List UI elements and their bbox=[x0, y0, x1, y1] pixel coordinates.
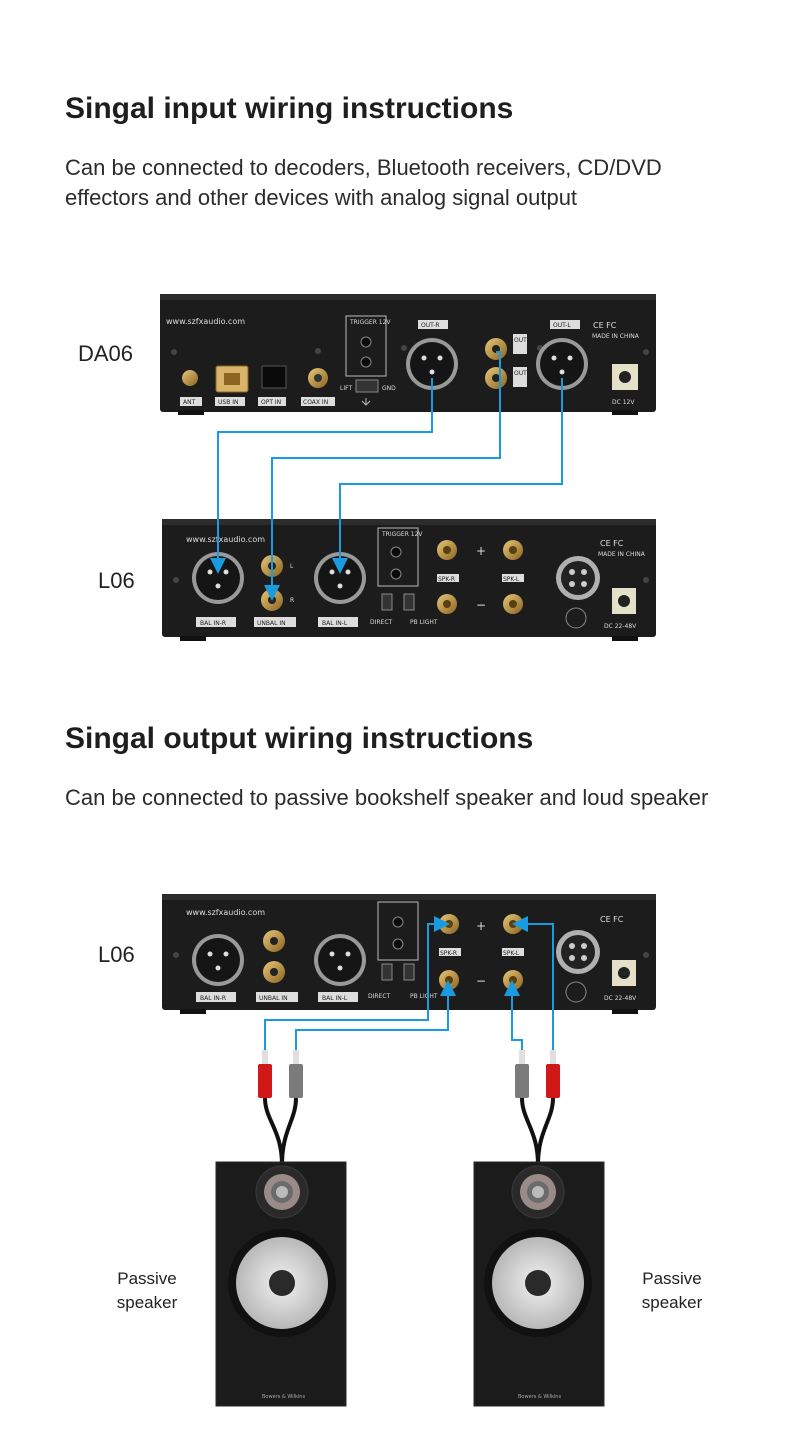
svg-text:CE FC: CE FC bbox=[600, 539, 624, 548]
svg-text:DIRECT: DIRECT bbox=[370, 619, 393, 626]
svg-text:SPK-R: SPK-R bbox=[440, 950, 457, 957]
svg-text:CE FC: CE FC bbox=[593, 321, 617, 330]
right-passive-speaker: Bowers & Wilkins bbox=[473, 1161, 605, 1407]
svg-text:USB IN: USB IN bbox=[218, 399, 238, 406]
svg-text:MADE IN CHINA: MADE IN CHINA bbox=[592, 333, 640, 340]
l06-input-url: www.szfxaudio.com bbox=[186, 535, 265, 544]
input-section-title: Singal input wiring instructions bbox=[65, 92, 514, 125]
left-red-plug bbox=[258, 1064, 272, 1098]
right-speaker-cable bbox=[515, 1050, 560, 1166]
output-section-title: Singal output wiring instructions bbox=[65, 722, 534, 755]
l06-output-label: L06 bbox=[98, 942, 135, 967]
svg-text:DIRECT: DIRECT bbox=[368, 993, 391, 1000]
l06-output-url: www.szfxaudio.com bbox=[186, 908, 265, 917]
svg-text:DC 12V: DC 12V bbox=[612, 399, 635, 406]
left-speaker-label: Passive speaker bbox=[116, 1269, 178, 1312]
l06-input-back-panel: www.szfxaudio.com BAL IN-R L R UNBAL IN B… bbox=[162, 519, 656, 641]
input-section-description: Can be connected to decoders, Bluetooth … bbox=[65, 155, 662, 210]
svg-text:ANT: ANT bbox=[183, 399, 196, 406]
svg-text:CE FC: CE FC bbox=[600, 915, 624, 924]
svg-text:MADE IN CHINA: MADE IN CHINA bbox=[598, 551, 646, 558]
wire-out-l-to-bal-in-l bbox=[332, 378, 563, 574]
wire-rca-to-unbal-in bbox=[264, 351, 501, 601]
svg-text:PB LIGHT: PB LIGHT bbox=[410, 619, 438, 626]
da06-url: www.szfxaudio.com bbox=[166, 317, 245, 326]
svg-text:DC 22-48V: DC 22-48V bbox=[604, 623, 637, 630]
left-speaker-cable bbox=[258, 1050, 303, 1166]
svg-text:TRIGGER 12V: TRIGGER 12V bbox=[349, 319, 391, 326]
wire-out-r-to-bal-in-r bbox=[210, 378, 433, 574]
right-red-plug bbox=[546, 1064, 560, 1098]
svg-text:BAL IN-L: BAL IN-L bbox=[322, 995, 348, 1002]
svg-text:OUT-R: OUT-R bbox=[421, 322, 440, 329]
da06-label: DA06 bbox=[78, 341, 134, 366]
svg-text:Bowers & Wilkins: Bowers & Wilkins bbox=[518, 1394, 561, 1400]
svg-text:+: + bbox=[476, 544, 486, 558]
svg-text:OUT R: OUT R bbox=[514, 370, 533, 377]
left-grey-plug bbox=[289, 1064, 303, 1098]
right-grey-plug bbox=[515, 1064, 529, 1098]
l06-input-label: L06 bbox=[98, 568, 135, 593]
input-wires bbox=[210, 351, 563, 601]
svg-text:LIFT: LIFT bbox=[340, 385, 352, 392]
output-section-description: Can be connected to passive bookshelf sp… bbox=[65, 785, 709, 810]
svg-text:UNBAL IN: UNBAL IN bbox=[259, 995, 288, 1002]
svg-text:DC 22-48V: DC 22-48V bbox=[604, 995, 637, 1002]
svg-text:SPK-R: SPK-R bbox=[438, 576, 455, 583]
svg-text:TRIGGER 12V: TRIGGER 12V bbox=[381, 531, 423, 538]
right-speaker-label: Passive speaker bbox=[641, 1269, 703, 1312]
svg-text:R: R bbox=[290, 597, 294, 604]
svg-text:−: − bbox=[476, 598, 486, 612]
output-wires bbox=[264, 916, 554, 1052]
left-passive-speaker: Bowers & Wilkins bbox=[215, 1161, 347, 1407]
antenna-connector bbox=[182, 370, 198, 386]
svg-text:OUT-L: OUT-L bbox=[553, 322, 571, 329]
svg-text:−: − bbox=[476, 974, 486, 988]
svg-text:SPK-L: SPK-L bbox=[503, 950, 520, 957]
svg-text:OUT L: OUT L bbox=[514, 337, 533, 344]
svg-text:OPT IN: OPT IN bbox=[261, 399, 281, 406]
l06-output-back-panel: www.szfxaudio.com BAL IN-R UNBAL IN BAL … bbox=[162, 894, 656, 1014]
svg-text:+: + bbox=[476, 919, 486, 933]
optical-port bbox=[261, 365, 287, 389]
svg-text:SPK-L: SPK-L bbox=[503, 576, 520, 583]
svg-text:BAL IN-R: BAL IN-R bbox=[200, 620, 226, 627]
svg-text:GND: GND bbox=[382, 385, 396, 392]
svg-text:UNBAL IN: UNBAL IN bbox=[257, 620, 286, 627]
svg-text:L: L bbox=[290, 563, 294, 570]
svg-text:PB LIGHT: PB LIGHT bbox=[410, 993, 438, 1000]
da06-back-panel: www.szfxaudio.com ANT USB IN OPT IN COAX… bbox=[160, 294, 656, 415]
svg-text:BAL IN-L: BAL IN-L bbox=[322, 620, 348, 627]
svg-text:Bowers & Wilkins: Bowers & Wilkins bbox=[262, 1394, 305, 1400]
svg-text:COAX IN: COAX IN bbox=[303, 399, 328, 406]
svg-text:BAL IN-R: BAL IN-R bbox=[200, 995, 226, 1002]
